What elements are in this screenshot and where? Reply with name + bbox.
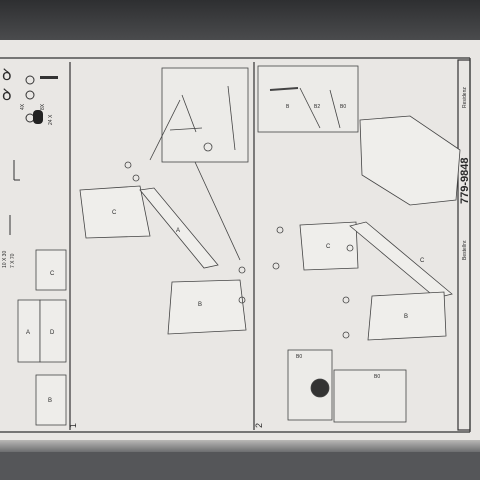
hardware-ring-2 [25, 90, 35, 100]
hardware-pin [40, 76, 58, 79]
step-2-callout-3 [346, 244, 354, 252]
hardware-label-1: 10 X 30 [2, 251, 8, 268]
detail-callout [203, 142, 213, 152]
hardware-label-2: 7 X 70 [10, 253, 16, 268]
sheet-edge [0, 440, 480, 452]
step-1-label-a: A [176, 228, 180, 234]
panel-b-board [167, 279, 247, 335]
hardware-glyph-2: ꝺ [2, 87, 12, 104]
panel-d-thumb [39, 299, 67, 363]
step-1-callout-2 [132, 174, 140, 182]
detail-bolt-2 [299, 87, 321, 129]
callout-label-5: B0 [374, 374, 380, 380]
hardware-count-1: 4X [20, 103, 26, 110]
background-top [0, 0, 480, 40]
step-2-panel [257, 65, 461, 423]
article-label: Bestellnr. [462, 239, 468, 260]
panel-c-board [79, 185, 151, 239]
panel-d-label: D [50, 330, 55, 336]
drawer-box [359, 115, 461, 206]
step-2-label-c2: C [326, 244, 331, 250]
step-1-label-c: C [112, 210, 117, 216]
detail-dowel-1 [181, 94, 197, 133]
step-2-callout-2 [272, 262, 280, 270]
step-2-panel-b [367, 291, 447, 341]
step-2-panel-c [299, 221, 359, 271]
parts-list: ꝺ ꝺ 10 X 30 7 X 70 4X 8X 24 X C A D B [2, 67, 67, 426]
step-1-panel [79, 67, 249, 335]
hardware-count-3: 24 X [48, 114, 54, 125]
panel-b-thumb [35, 374, 67, 426]
callout-label-1: B [286, 104, 290, 110]
detail-edge [227, 85, 236, 151]
step-1-callout-1 [124, 161, 132, 169]
step-2-callout-1 [276, 226, 284, 234]
step-2-number: 2 [254, 423, 264, 428]
assembly-drawing: ꝺ ꝺ 10 X 30 7 X 70 4X 8X 24 X C A D B [0, 57, 471, 433]
title-strip [457, 59, 471, 431]
cam-lock [310, 378, 330, 398]
step-1-callout-3 [238, 266, 246, 274]
hardware-dowel [33, 110, 43, 124]
hardware-ring-3 [25, 113, 35, 123]
callout-label-2: B2 [314, 104, 320, 110]
panel-a-label: A [26, 330, 30, 336]
panel-c-label: C [50, 271, 55, 277]
detail-dowel-2 [169, 127, 203, 131]
panel-c-thumb [35, 249, 67, 291]
step-2-detail-screw [333, 369, 407, 423]
step-1-callout-4 [238, 296, 246, 304]
step-2-label-b: B [404, 314, 408, 320]
leader-line-1 [149, 99, 181, 161]
callout-label-4: B0 [296, 354, 302, 360]
hardware-count-2: 8X [40, 103, 46, 110]
leader-line-2 [194, 161, 241, 261]
panel-b-label: B [48, 398, 52, 404]
panel-a-board [139, 187, 219, 269]
step-1-number: 1 [68, 423, 78, 428]
variant-label: Residenz [462, 87, 468, 108]
step-1-label-b: B [198, 302, 202, 308]
hardware-glyph-1: ꝺ [2, 67, 12, 84]
step-2-detail-box [257, 65, 359, 133]
step-2-callout-5 [342, 331, 350, 339]
callout-label-3: B0 [340, 104, 346, 110]
article-number: 779-9848 [459, 158, 471, 205]
step-2-panel-a [349, 221, 453, 299]
hardware-ring-1 [25, 75, 35, 85]
detail-bolt-3 [329, 89, 341, 129]
step-1-detail-box [161, 67, 249, 163]
step-2-callout-4 [342, 296, 350, 304]
step-2-label-c: C [420, 258, 425, 264]
background-bottom [0, 452, 480, 480]
detail-bolt-1 [269, 87, 299, 91]
